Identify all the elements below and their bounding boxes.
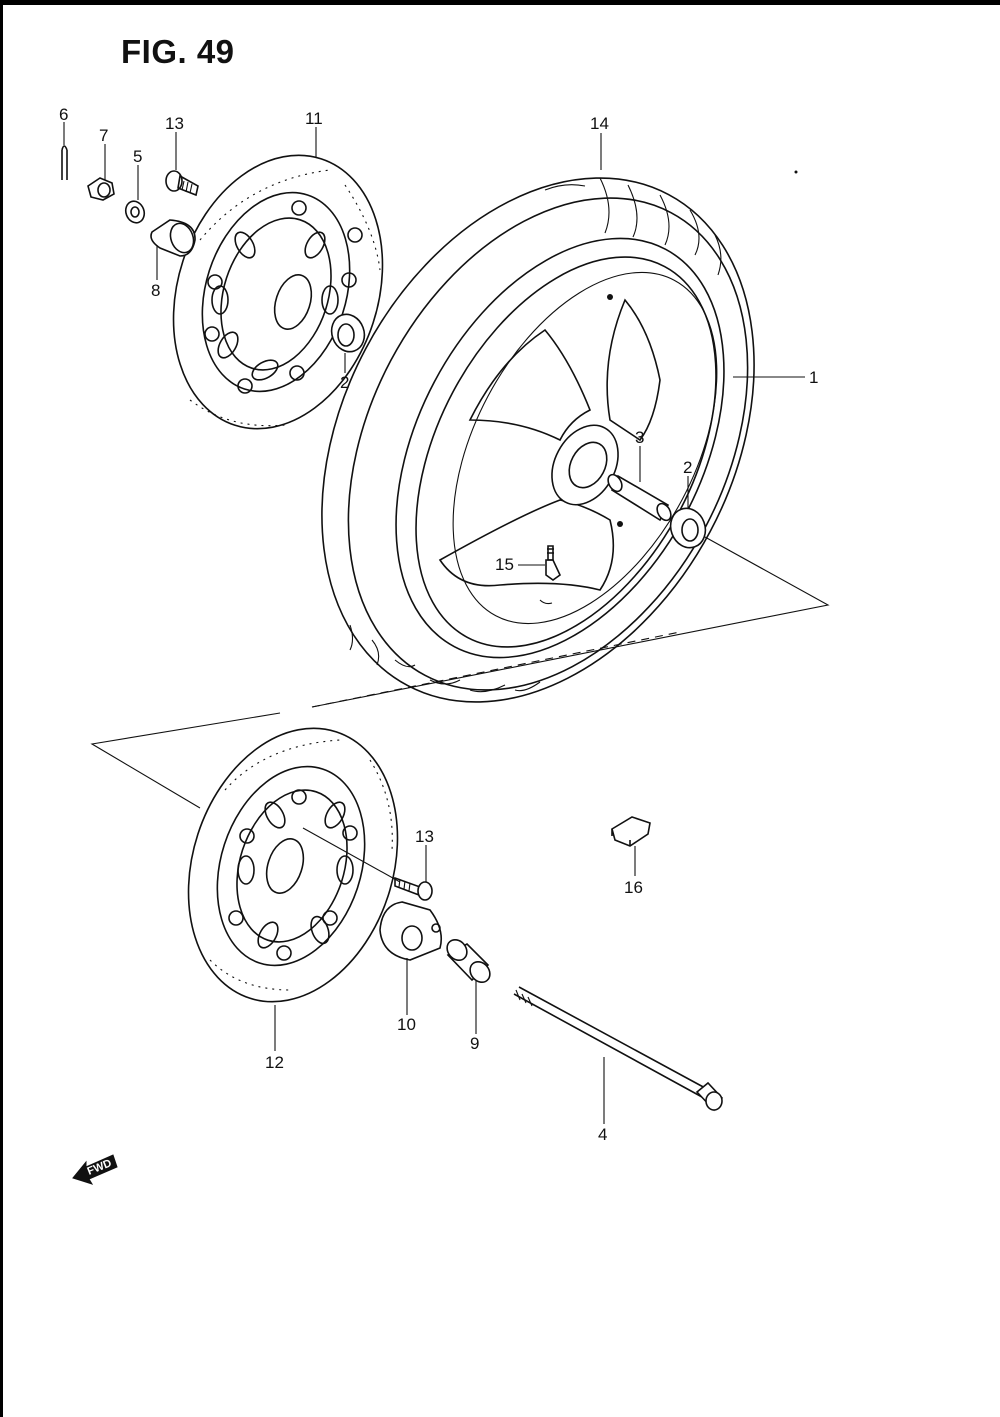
cotter-pin-part-6 — [61, 145, 68, 180]
disc-lower-drill-pattern — [209, 739, 393, 991]
disc-bolt-part-13-lower — [394, 876, 433, 901]
fwd-arrow-icon — [72, 1154, 118, 1185]
disc-lower-floating-buttons — [228, 789, 358, 961]
disc-upper-holes — [211, 231, 339, 381]
callout-3: 3 — [635, 428, 644, 447]
bearing-part-2-right — [669, 507, 707, 549]
spacer-collar-part-10 — [379, 901, 443, 961]
callout-5: 5 — [133, 147, 142, 166]
washer-part-5 — [124, 200, 146, 224]
disc-lower-carrier — [236, 789, 348, 943]
wheel-hub — [551, 424, 619, 506]
callout-13-lower: 13 — [415, 827, 434, 846]
front-axle-part-4 — [513, 986, 724, 1112]
scan-border-left — [0, 0, 3, 1417]
callout-13-upper: 13 — [165, 114, 184, 133]
disc-upper-ring — [201, 191, 351, 393]
axis-construction-line — [90, 536, 830, 809]
rim-hole-top — [607, 294, 613, 300]
callout-14: 14 — [590, 114, 609, 133]
tire-outer-outline — [321, 177, 755, 703]
disc-bolt-part-13-upper — [165, 170, 199, 197]
scan-border-top — [0, 0, 1000, 5]
tire-tread-top — [544, 177, 722, 276]
wheel-spoke-upper — [606, 298, 661, 442]
spacer-part-8 — [150, 219, 196, 257]
axle-nut-part-7 — [87, 177, 115, 201]
brake-disc-upper — [172, 154, 384, 430]
hub-spacer-part-3 — [607, 473, 672, 522]
callout-1: 1 — [809, 368, 818, 387]
valve-hole-mark — [539, 599, 553, 605]
assembly-lines — [90, 536, 830, 883]
brake-disc-lower — [187, 727, 399, 1003]
fwd-direction-badge: FWD — [72, 1154, 118, 1185]
tire-tread-bottom — [349, 624, 541, 693]
disc-lower-center-bore — [265, 838, 305, 894]
callout-12: 12 — [265, 1053, 284, 1072]
callout-7: 7 — [99, 126, 108, 145]
rim-hole-bottom — [617, 521, 623, 527]
axle-sleeve-part-9 — [446, 938, 491, 984]
callout-2-right: 2 — [683, 458, 692, 477]
bolt-assembly-line — [302, 827, 401, 883]
disc-upper-carrier — [220, 217, 332, 371]
callout-6: 6 — [59, 105, 68, 124]
callout-labels: 1 2 2 3 4 5 6 7 8 9 10 11 12 13 13 14 15… — [59, 105, 818, 1144]
disc-lower-ring — [216, 765, 366, 967]
callout-9: 9 — [470, 1034, 479, 1053]
callout-16: 16 — [624, 878, 643, 897]
bearing-part-2-upper — [330, 313, 366, 353]
disc-lower-holes — [237, 801, 354, 949]
axis-dashed-line — [311, 631, 681, 708]
callout-2-upper: 2 — [340, 373, 349, 392]
front-wheel-assembly — [321, 177, 755, 703]
wheel-spoke-lower — [438, 499, 615, 591]
disc-upper-drill-pattern — [189, 169, 381, 427]
callout-15: 15 — [495, 555, 514, 574]
leader-lines — [63, 122, 805, 1124]
tire-valve-part-15 — [545, 545, 562, 581]
figure-title: FIG. 49 — [121, 33, 235, 70]
disc-upper-outer — [172, 154, 384, 430]
callout-10: 10 — [397, 1015, 416, 1034]
disc-upper-center-bore — [273, 274, 313, 330]
scan-speck — [794, 170, 798, 174]
callout-8: 8 — [151, 281, 160, 300]
callout-11: 11 — [305, 109, 323, 128]
balance-weight-part-16 — [611, 816, 651, 847]
disc-upper-floating-buttons — [204, 200, 363, 394]
callout-4: 4 — [598, 1125, 607, 1144]
rim-flange — [452, 271, 718, 625]
wheel-hub-bore — [568, 441, 608, 489]
wheel-spoke-left — [468, 328, 592, 442]
disc-lower-outer — [187, 727, 399, 1003]
